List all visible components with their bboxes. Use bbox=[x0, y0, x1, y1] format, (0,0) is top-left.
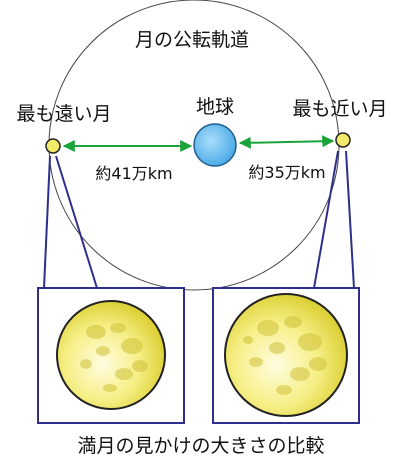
far-callout-line-right bbox=[55, 155, 98, 289]
far-moon-icon bbox=[45, 138, 61, 154]
near-moon-icon bbox=[335, 132, 351, 148]
far-callout-line-left bbox=[43, 155, 51, 289]
earth-label: 地球 bbox=[196, 96, 234, 118]
near-full-moon bbox=[224, 293, 348, 417]
far-moon-label: 最も遠い月 bbox=[16, 103, 111, 125]
caption: 満月の見かけの大きさの比較 bbox=[77, 435, 324, 457]
near-callout-line-left bbox=[313, 150, 339, 289]
near-distance-arrow bbox=[238, 135, 335, 149]
far-full-moon bbox=[56, 300, 166, 410]
earth-icon bbox=[193, 123, 237, 167]
near-callout-line-right bbox=[345, 150, 355, 289]
near-distance-label: 約35万km bbox=[248, 163, 325, 182]
orbit-label: 月の公転軌道 bbox=[135, 29, 249, 51]
far-distance-label: 約41万km bbox=[95, 164, 172, 183]
near-moon-label: 最も近い月 bbox=[292, 98, 387, 120]
